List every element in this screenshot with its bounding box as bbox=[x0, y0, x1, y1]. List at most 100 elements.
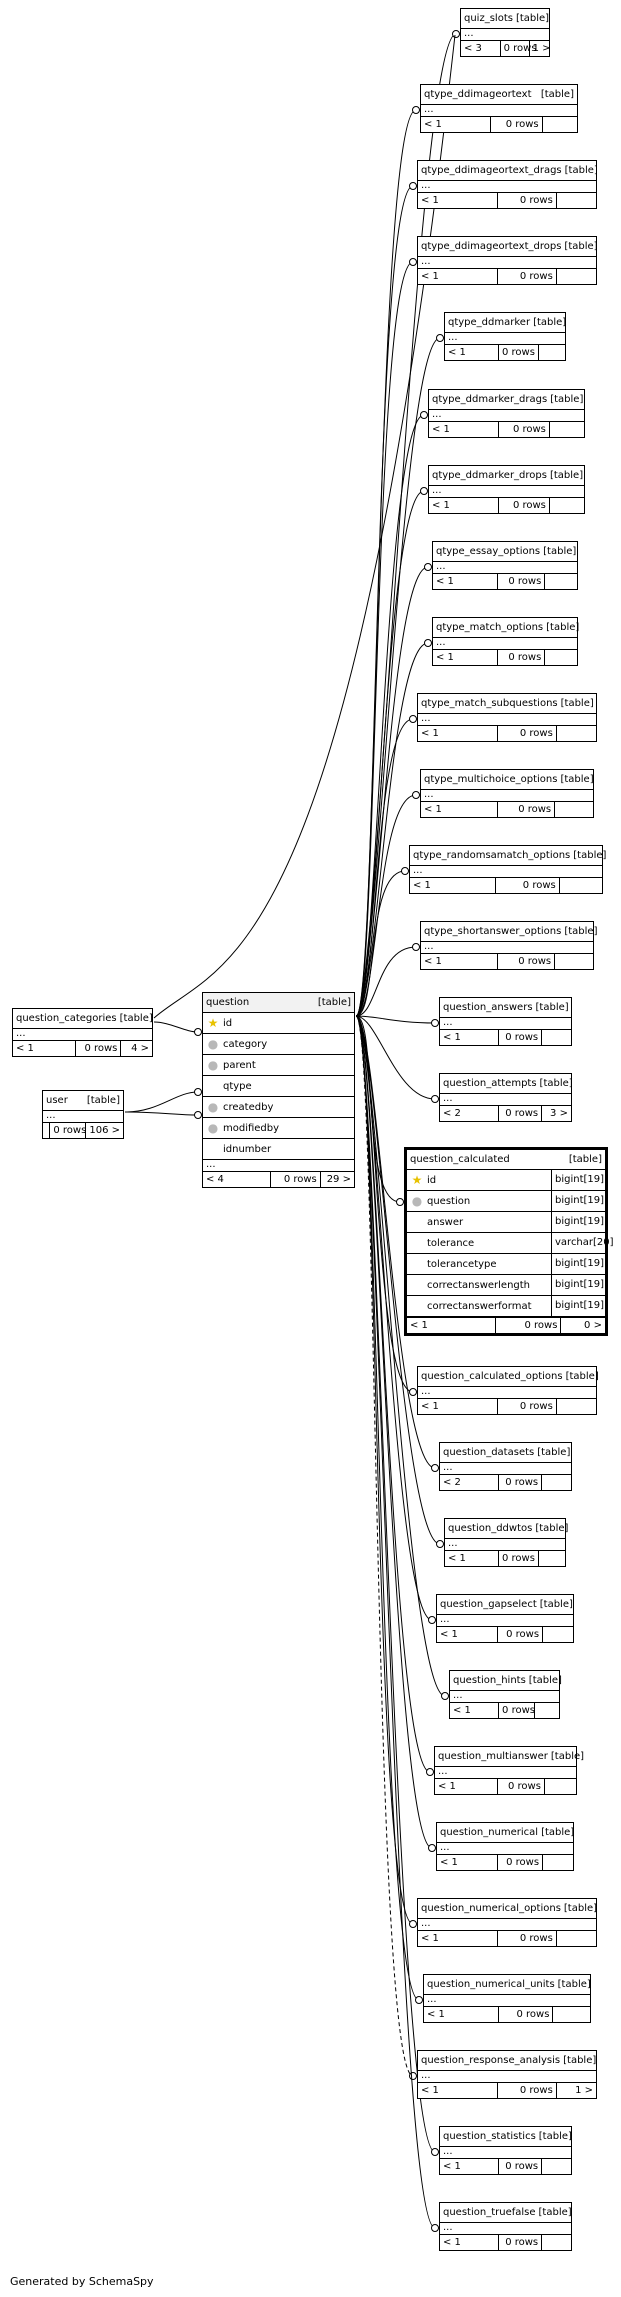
parents-count: < 1 bbox=[435, 1779, 499, 1794]
table-tag: [table] bbox=[546, 622, 580, 633]
column-type: bigint[19] bbox=[551, 1275, 605, 1295]
table-tag: [table] bbox=[563, 1903, 598, 1914]
table-footer: < 4 0 rows 29 > bbox=[203, 1171, 354, 1187]
columns-ellipsis: ... bbox=[436, 561, 446, 572]
column-id[interactable]: ★id bbox=[203, 1013, 354, 1034]
parents-count bbox=[43, 1123, 51, 1138]
row-count: 0 rows bbox=[496, 1318, 562, 1333]
table-name: qtype_match_options bbox=[436, 622, 544, 633]
children-count bbox=[550, 422, 584, 437]
relationship-line-question_hints bbox=[355, 1015, 446, 1697]
children-count: 1 > bbox=[575, 2085, 593, 2096]
table-question_categories[interactable]: question_categories[table] ... < 1 0 row… bbox=[12, 1008, 153, 1057]
children-count: 29 > bbox=[326, 1174, 351, 1185]
table-question_calculated_options[interactable]: question_calculated_options[table]...< 1… bbox=[417, 1366, 599, 1415]
column-type: bigint[19] bbox=[551, 1212, 605, 1232]
parents-count: < 1 bbox=[418, 2083, 499, 2098]
row-count: 0 rows bbox=[498, 1627, 544, 1642]
crowfoot-icon bbox=[420, 487, 428, 495]
table-qtype_randomsamatch_options[interactable]: qtype_randomsamatch_options[table]...< 1… bbox=[409, 845, 607, 894]
row-count: 0 rows bbox=[499, 1703, 536, 1718]
column-parent[interactable]: ●parent bbox=[203, 1055, 354, 1076]
children-count bbox=[555, 802, 593, 817]
foreign-key-icon: ● bbox=[411, 1194, 423, 1208]
parents-count: < 1 bbox=[421, 954, 499, 969]
foreign-key-icon: ● bbox=[207, 1121, 219, 1135]
parents-count: < 1 bbox=[418, 726, 499, 741]
row-count: 0 rows bbox=[498, 726, 557, 741]
children-count bbox=[557, 193, 596, 208]
row-count: 0 rows bbox=[50, 1123, 87, 1138]
row-count: 0 rows bbox=[499, 1475, 543, 1490]
parents-count: < 1 bbox=[13, 1041, 76, 1056]
columns-ellipsis: ... bbox=[46, 1110, 56, 1121]
columns-ellipsis: ... bbox=[427, 1994, 437, 2005]
crowfoot-icon bbox=[431, 2224, 439, 2232]
crowfoot-icon bbox=[420, 411, 428, 419]
column-createdby[interactable]: ●createdby bbox=[203, 1097, 354, 1118]
table-tag: [table] bbox=[541, 1827, 575, 1838]
table-name: question_calculated_options bbox=[421, 1371, 563, 1382]
relationship-line-qtype_ddimageortext_drops bbox=[355, 261, 414, 1017]
children-count: 1 > bbox=[532, 43, 551, 54]
column-modifiedby[interactable]: ●modifiedby bbox=[203, 1118, 354, 1139]
columns-ellipsis: ... bbox=[443, 2146, 453, 2157]
columns-ellipsis: ... bbox=[421, 180, 431, 191]
children-count bbox=[543, 1627, 573, 1642]
columns-ellipsis: ... bbox=[424, 104, 434, 115]
table-footer: < 1 0 rows 0 > bbox=[407, 1317, 605, 1333]
table-tag: [table] bbox=[573, 850, 607, 861]
column-category[interactable]: ●category bbox=[203, 1034, 354, 1055]
column-qtype[interactable]: qtype bbox=[203, 1076, 354, 1097]
parents-count: < 1 bbox=[433, 574, 498, 589]
relationship-line-qtype_ddimageortext bbox=[355, 109, 417, 1017]
column-idnumber[interactable]: idnumber bbox=[203, 1139, 354, 1160]
parents-count: < 1 bbox=[407, 1318, 497, 1333]
table-user[interactable]: user[table] ... 0 rows 106 > bbox=[42, 1090, 124, 1139]
children-count bbox=[545, 574, 577, 589]
children-count bbox=[553, 2007, 590, 2022]
relationship-line-question_response_analysis bbox=[355, 1015, 414, 2077]
parents-count: < 1 bbox=[421, 802, 499, 817]
